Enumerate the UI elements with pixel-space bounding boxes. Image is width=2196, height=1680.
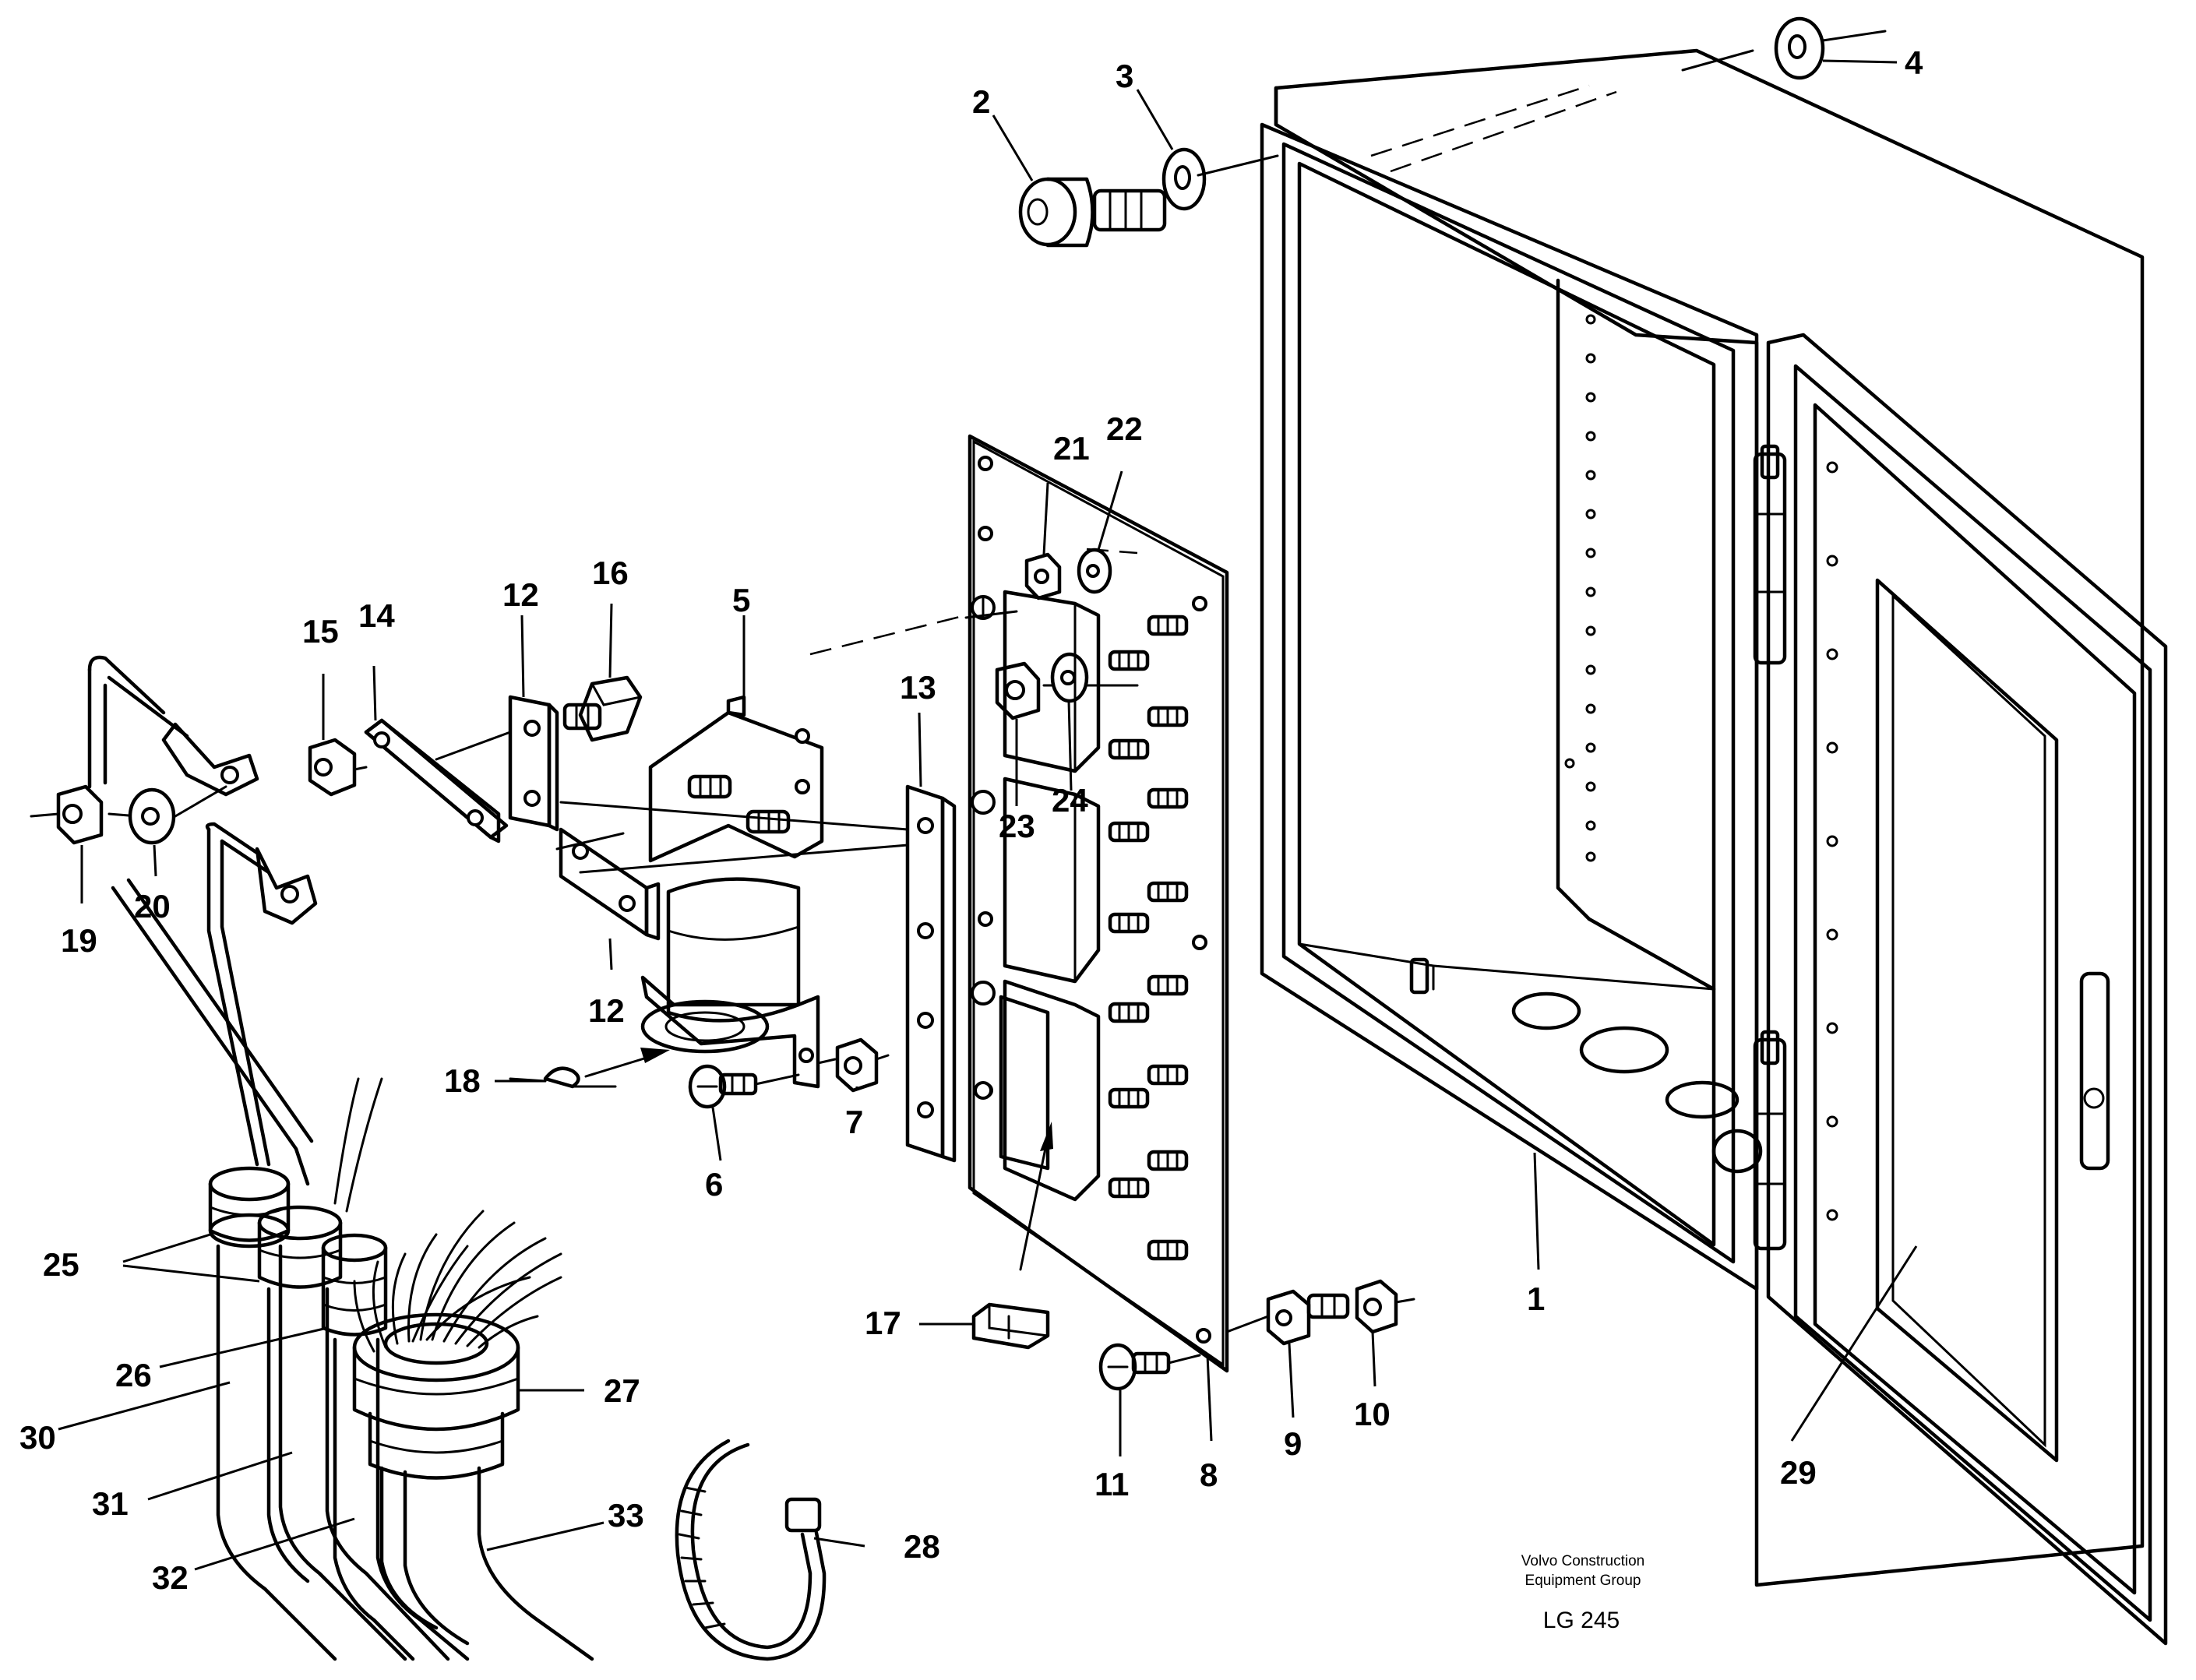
link-plate-12-lower: [559, 827, 661, 941]
callout-24: 24: [1052, 782, 1088, 819]
wire-bundle: [353, 1210, 562, 1353]
cable-gland-a: [208, 1166, 291, 1249]
nut-10: [1355, 1279, 1398, 1334]
relay-module-upper: [971, 590, 1101, 773]
cable-lug-lower: [205, 822, 318, 1167]
screw-9: [1266, 1289, 1350, 1346]
washer-3: [1161, 147, 1207, 211]
callout-3: 3: [1116, 58, 1133, 94]
door-window: [1875, 578, 2059, 1463]
mounting-plate: [968, 434, 1229, 1373]
callout-28: 28: [904, 1528, 940, 1565]
callout-labels: 1 2 3 4 5 6 7 8 9 10 11 12 12 13 14 15 1…: [19, 44, 1923, 1596]
callout-22: 22: [1106, 410, 1143, 447]
drawing-code: LG 245: [1543, 1608, 1620, 1633]
callout-13: 13: [900, 669, 936, 706]
cap-screw-2: [1018, 177, 1167, 248]
link-bar-14: [364, 718, 509, 844]
callout-21: 21: [1053, 430, 1090, 467]
callout-31: 31: [92, 1485, 129, 1522]
relay-module-middle: [971, 777, 1101, 984]
enclosure-door: [1766, 333, 2168, 1646]
back-wall-slots: [1564, 314, 1596, 862]
cable-gland-b: [257, 1205, 343, 1289]
relay-module-lower: [971, 979, 1101, 1202]
callout-4: 4: [1905, 44, 1923, 81]
nut-23: [995, 661, 1041, 720]
cable-lug-upper: [87, 655, 259, 797]
callout-10: 10: [1354, 1396, 1391, 1432]
door-latch: [2079, 971, 2110, 1171]
washer-4: [1774, 16, 1825, 80]
callout-2: 2: [972, 83, 990, 120]
washer-22: [1077, 548, 1112, 594]
washer-20: [128, 787, 176, 845]
fuse-17: [971, 1302, 1050, 1350]
callout-17: 17: [865, 1305, 901, 1341]
leader-lines: [58, 59, 1918, 1571]
washer-24: [1050, 652, 1089, 703]
cable-entry-holes: [1511, 991, 1763, 1174]
callout-14: 14: [358, 597, 395, 634]
nut-21: [1024, 552, 1062, 601]
callout-7: 7: [845, 1104, 863, 1140]
callout-1: 1: [1527, 1280, 1545, 1317]
callout-11: 11: [1094, 1466, 1129, 1502]
callout-12-lower: 12: [588, 992, 625, 1029]
enclosure-box: [1260, 48, 2145, 1587]
callout-27: 27: [604, 1372, 640, 1409]
spring-clip-18: [543, 1048, 670, 1089]
callout-32: 32: [152, 1559, 189, 1596]
callout-25: 25: [43, 1246, 79, 1283]
callout-30: 30: [19, 1419, 56, 1456]
nut-19: [56, 784, 104, 845]
callout-6: 6: [705, 1166, 723, 1203]
callout-20: 20: [134, 888, 171, 925]
callout-18: 18: [444, 1062, 481, 1099]
nut-7: [835, 1037, 879, 1093]
callout-29: 29: [1780, 1454, 1817, 1491]
credit-block: Volvo Construction Equipment Group LG 24…: [1521, 1553, 1644, 1633]
bolt-16: [562, 675, 643, 742]
callout-33: 33: [608, 1497, 644, 1534]
plate-studs: [1108, 615, 1189, 1261]
callout-23: 23: [999, 808, 1035, 844]
callout-15: 15: [302, 613, 339, 650]
screw-6: [688, 1064, 758, 1109]
callout-8: 8: [1200, 1456, 1218, 1493]
callout-12-upper: 12: [502, 576, 539, 613]
contactor-bracket: [640, 695, 824, 1089]
callout-16: 16: [592, 555, 629, 591]
link-bar-13: [905, 784, 957, 1163]
callout-26: 26: [115, 1357, 152, 1393]
link-plate-12-upper: [508, 695, 559, 832]
callout-9: 9: [1284, 1425, 1302, 1462]
credit-line-2: Equipment Group: [1525, 1573, 1641, 1589]
nut-15: [308, 738, 357, 797]
callout-5: 5: [732, 582, 750, 618]
screw-11: [1098, 1343, 1171, 1391]
callout-19: 19: [61, 922, 97, 959]
credit-line-1: Volvo Construction: [1521, 1553, 1644, 1569]
cable-tie-28: [675, 1439, 827, 1661]
